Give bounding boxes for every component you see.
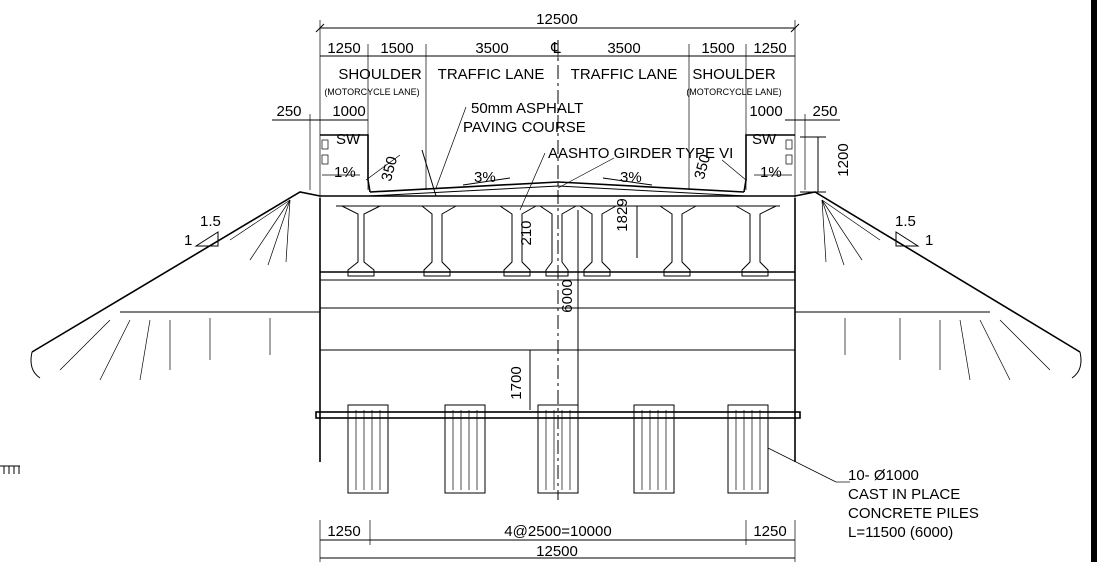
- dim-curb-left: 350: [378, 155, 401, 184]
- label-sw-right: SW: [752, 131, 777, 148]
- slope-crown-right: 3%: [620, 169, 642, 186]
- dim-sw-height: 1200: [835, 143, 852, 176]
- dim-sw-offset-right: 250: [812, 103, 837, 120]
- embankment-right: [794, 191, 1082, 381]
- dim-sw-width-left: 1000: [332, 103, 365, 120]
- label-motorcycle-lane-left: (MOTORCYCLE LANE): [324, 87, 419, 97]
- pile-2: [444, 404, 486, 494]
- slope-crown-left: 3%: [474, 169, 496, 186]
- dim-bottom-right: 1250: [753, 523, 786, 540]
- dim-lane1-right: 1500: [701, 40, 734, 57]
- side-slope-right: [895, 231, 920, 247]
- dim-shoulder-left: 1250: [327, 40, 360, 57]
- slope-right-h: 1.5: [895, 213, 916, 230]
- dim-lane2-left: 3500: [475, 40, 508, 57]
- sheet-border-right: [1091, 0, 1097, 562]
- label-sw-left: SW: [336, 131, 361, 148]
- pile-4: [633, 404, 675, 494]
- dim-pier-height: 6000: [559, 279, 576, 312]
- ground-hatch-fragment: [0, 465, 20, 474]
- cross-slope-arrows: [462, 177, 653, 186]
- sidewalk-left: [320, 134, 371, 193]
- slope-left-v: 1: [184, 232, 192, 249]
- concrete-piles: [347, 404, 769, 494]
- pile-1: [347, 404, 389, 494]
- note-piles-line1: 10- Ø1000: [848, 467, 919, 484]
- dim-top-total: 12500: [536, 11, 578, 28]
- dim-footing-depth: 1700: [508, 366, 525, 399]
- embankment-left: [30, 191, 321, 381]
- dim-bottom-total: 12500: [536, 543, 578, 560]
- dim-lane2-right: 3500: [607, 40, 640, 57]
- pile-3: [537, 404, 579, 494]
- pile-cap: [315, 411, 801, 419]
- slope-sw-right: 1%: [760, 164, 782, 181]
- pile-5: [727, 404, 769, 494]
- note-piles-line2: CAST IN PLACE: [848, 486, 960, 503]
- dim-pile-spacing: 4@2500=10000: [504, 523, 611, 540]
- label-traffic-lane-left: TRAFFIC LANE: [438, 66, 545, 83]
- dim-bottom-left: 1250: [327, 523, 360, 540]
- side-slope-left: [194, 231, 219, 247]
- label-aashto-girder: AASHTO GIRDER TYPE VI: [548, 145, 733, 162]
- label-shoulder-right: SHOULDER: [692, 66, 776, 83]
- dim-sw-offset-left: 250: [276, 103, 301, 120]
- dim-lane1-left: 1500: [380, 40, 413, 57]
- note-piles-line4: L=11500 (6000): [848, 524, 953, 541]
- label-traffic-lane-right: TRAFFIC LANE: [571, 66, 678, 83]
- pile-note-leader: [767, 447, 850, 483]
- slope-left-h: 1.5: [200, 213, 221, 230]
- label-asphalt-line2: PAVING COURSE: [463, 119, 586, 136]
- label-shoulder-left: SHOULDER: [338, 66, 422, 83]
- dim-sw-width-right: 1000: [749, 103, 782, 120]
- note-piles-line3: CONCRETE PILES: [848, 505, 979, 522]
- dim-girder-depth: 1829: [614, 198, 631, 231]
- label-motorcycle-lane-right: (MOTORCYCLE LANE): [686, 87, 781, 97]
- dim-slab-210: 210: [518, 220, 535, 245]
- slope-right-v: 1: [925, 232, 933, 249]
- dim-curb-right: 350: [691, 153, 714, 182]
- dim-shoulder-right: 1250: [753, 40, 786, 57]
- pier-body: [320, 40, 795, 500]
- label-asphalt-line1: 50mm ASPHALT: [471, 100, 583, 117]
- bottom-dimension-chain: [319, 520, 796, 562]
- sidewalk-right: [743, 134, 795, 193]
- centerline-symbol: ℄: [550, 40, 561, 57]
- slope-sw-left: 1%: [334, 164, 356, 181]
